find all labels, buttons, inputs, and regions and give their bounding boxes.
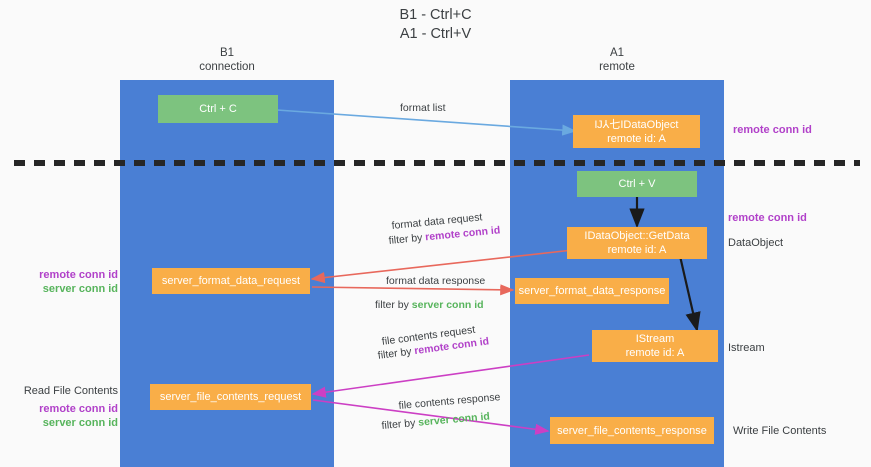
node-idataobject[interactable]: Ĳ⅄七IDataObject remote id: A [573,115,700,148]
lane-header-a1: A1 remote [510,46,724,74]
annotation-left-server-conn-id-bottom: server conn id [42,417,118,429]
node-ctrl-c-label: Ctrl + C [199,103,237,115]
edge-label-format-list: format list [400,102,446,114]
node-server-file-contents-request[interactable]: server_file_contents_request [150,384,311,410]
node-idataobject-getdata[interactable]: IDataObject::GetData remote id: A [567,227,707,259]
filter-prefix-4: filter by [381,416,419,432]
page-title-line2: A1 - Ctrl+V [399,26,472,42]
node-server-format-data-response-label: server_format_data_response [518,285,666,297]
node-ctrl-v[interactable]: Ctrl + V [577,171,697,197]
filter-prefix-3: filter by [377,345,416,362]
node-server-file-contents-response[interactable]: server_file_contents_response [550,417,714,444]
annotation-left-server-conn-id-mid: server conn id [42,283,118,295]
node-server-format-data-request-label: server_format_data_request [161,275,301,287]
node-server-file-contents-request-label: server_file_contents_request [159,391,302,403]
node-idataobject-label: Ĳ⅄七IDataObject [594,118,679,131]
node-server-format-data-request[interactable]: server_format_data_request [152,268,310,294]
filter-value-2: server conn id [411,299,484,311]
annotation-left-remote-conn-id-bottom: remote conn id [39,403,118,415]
annotation-right-remote-conn-id-mid: remote conn id [728,212,807,224]
node-ctrl-c[interactable]: Ctrl + C [158,95,278,123]
node-istream-label: IStream [635,333,675,345]
node-ctrl-v-label: Ctrl + V [618,178,656,190]
lane-header-a1-name: A1 [609,47,625,59]
node-server-file-contents-response-label: server_file_contents_response [557,424,707,437]
lane-header-b1: B1 connection [120,46,334,74]
annotation-right-istream: Istream [728,342,765,354]
lane-header-b1-role: connection [199,61,255,73]
filter-prefix-2: filter by [375,299,412,311]
annotation-right-write-file-contents: Write File Contents [733,425,827,437]
edge-label-format-data-response-filter: filter by server conn id [375,298,484,312]
node-server-format-data-response[interactable]: server_format_data_response [515,278,669,304]
annotation-left-remote-conn-id-mid: remote conn id [39,269,118,281]
annotation-right-dataobject: DataObject [728,237,784,249]
node-getdata-label: IDataObject::GetData [584,230,690,242]
edge-label-file-contents-response-filter: filter by server conn id [381,410,490,433]
node-istream-remote-id: remote id: A [625,347,685,359]
lane-header-b1-name: B1 [219,47,235,59]
node-getdata-remote-id: remote id: A [607,244,667,256]
annotation-right-remote-conn-id-top: remote conn id [733,124,812,136]
edge-label-format-data-response: format data response [386,275,486,287]
node-idataobject-remote-id: remote id: A [607,132,666,145]
filter-value-4: server conn id [417,410,491,429]
page-title-line1: B1 - Ctrl+C [399,7,472,23]
lane-header-a1-role: remote [599,61,635,73]
page-title: B1 - Ctrl+C A1 - Ctrl+V [0,6,871,44]
annotation-left-read-file-contents: Read File Contents [23,385,118,397]
filter-prefix-1: filter by [388,231,426,247]
node-istream[interactable]: IStream remote id: A [592,330,718,362]
